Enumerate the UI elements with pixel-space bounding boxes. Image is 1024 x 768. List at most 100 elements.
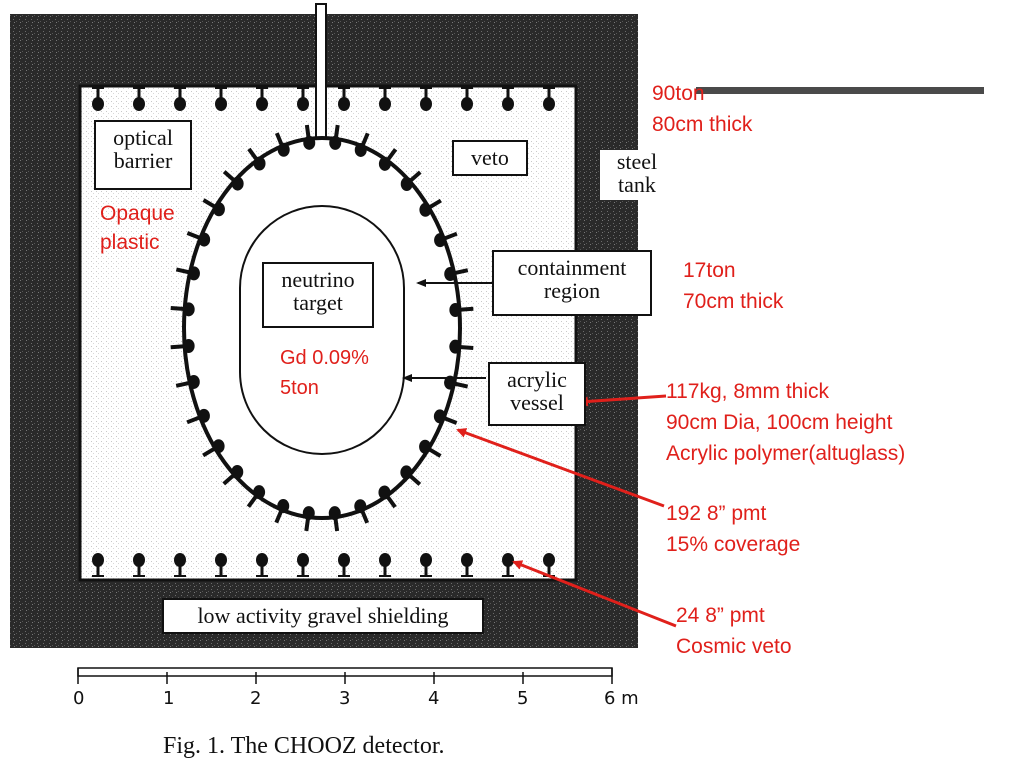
annotation-bar <box>696 87 984 94</box>
vessel-arrow <box>578 394 667 407</box>
inner-pmt <box>444 267 469 282</box>
inner-pmt <box>170 338 195 353</box>
inner-pmt <box>419 439 442 458</box>
inner-pmt <box>186 231 211 247</box>
inner-pmt <box>302 506 315 532</box>
scale-tick-2: 2 <box>250 688 262 709</box>
veto-pmt <box>174 553 186 577</box>
veto-pmt <box>297 87 309 111</box>
veto-pmt <box>379 553 391 577</box>
veto-pmt-line1: 24 8” pmt <box>676 604 765 627</box>
inner-pmt-arrow <box>456 428 665 508</box>
inner-pmt <box>202 439 225 458</box>
veto-pmt <box>92 553 104 577</box>
scale-tick-0: 0 <box>73 688 85 709</box>
target-vessel-shape <box>239 205 405 455</box>
veto-pmt <box>133 87 145 111</box>
inner-pmt-group <box>170 124 474 532</box>
opaque-plastic-line2: plastic <box>100 231 160 254</box>
containment-region-label: containment region <box>492 250 652 316</box>
inner-pmt <box>274 499 290 524</box>
veto-pmt <box>215 553 227 577</box>
gd-line1: Gd 0.09% <box>280 347 369 369</box>
inner-pmt-line1: 192 8” pmt <box>666 502 767 525</box>
figure-caption: Fig. 1. The CHOOZ detector. <box>163 733 445 759</box>
inner-pmt <box>328 506 341 532</box>
veto-pmt <box>92 87 104 111</box>
gd-note: Gd 0.09% 5ton <box>280 343 369 403</box>
inner-pmt <box>222 465 244 486</box>
veto-pmt <box>338 553 350 577</box>
inner-pmt <box>246 485 266 508</box>
optical-barrier-line2: barrier <box>113 148 173 174</box>
vessel-spec-note: 117kg, 8mm thick 90cm Dia, 100cm height … <box>666 376 905 469</box>
scale-tick-1: 1 <box>163 688 175 709</box>
scale-tick-4: 4 <box>428 688 440 709</box>
inner-pmt <box>329 124 342 150</box>
inner-pmt <box>449 339 474 354</box>
containment-mass-line1: 17ton <box>683 259 736 282</box>
neutrino-target-line2: target <box>293 290 343 316</box>
neutrino-target-label: neutrino target <box>262 262 374 328</box>
containment-mass-note: 17ton 70cm thick <box>683 255 783 317</box>
inner-pmt <box>175 266 200 281</box>
veto-pmt-line2: Cosmic veto <box>676 635 792 658</box>
veto-label: veto <box>452 140 528 176</box>
veto-pmt <box>379 87 391 111</box>
veto-pmt <box>420 553 432 577</box>
inner-pmt <box>186 408 210 425</box>
inner-pmt <box>378 485 397 509</box>
inner-pmt <box>444 375 469 390</box>
veto-pmt <box>461 87 473 111</box>
vessel-spec-line1: 117kg, 8mm thick <box>666 380 830 403</box>
inner-pmt <box>222 170 244 191</box>
inner-pmt <box>400 170 422 191</box>
containment-mass-line2: 70cm thick <box>683 290 784 313</box>
containment-line2: region <box>543 278 601 304</box>
inner-pmt <box>433 409 458 425</box>
scale-tick-3: 3 <box>339 688 351 709</box>
inner-pmt <box>354 132 370 157</box>
optical-barrier-label: optical barrier <box>94 120 192 190</box>
scale-tick-6: 6 m <box>604 688 639 709</box>
veto-pmt <box>502 87 514 111</box>
veto-pmt <box>461 553 473 577</box>
vessel-spec-line2: 90cm Dia, 100cm height <box>666 411 893 434</box>
acrylic-vessel-line2: vessel <box>510 390 564 416</box>
inner-pmt <box>378 148 398 171</box>
veto-pmt <box>256 553 268 577</box>
veto-mass-note: 90ton 80cm thick <box>652 78 752 140</box>
inner-pmt <box>202 198 225 217</box>
veto-pmt <box>133 553 145 577</box>
bottom-pmt-row <box>92 553 555 577</box>
inner-pmt <box>170 302 195 317</box>
veto-pmt <box>543 87 555 111</box>
acrylic-vessel-label: acrylic vessel <box>488 362 586 426</box>
veto-pmt <box>420 87 432 111</box>
inner-pmt <box>434 231 458 248</box>
inner-pmt <box>449 303 474 318</box>
steel-tank-outline <box>78 84 578 582</box>
veto-mass-line2: 80cm thick <box>652 113 753 136</box>
gravel-shielding-label: low activity gravel shielding <box>162 598 484 634</box>
inner-pmt <box>400 465 422 486</box>
veto-pmt <box>215 87 227 111</box>
inner-pmt <box>303 124 316 150</box>
veto-pmt-arrow <box>512 560 677 628</box>
inner-pmt <box>247 147 266 171</box>
top-pmt-row <box>92 87 555 111</box>
inner-pmt <box>354 499 370 524</box>
inner-pmt <box>419 198 442 217</box>
inner-pmt <box>175 374 200 389</box>
veto-pmt <box>256 87 268 111</box>
vessel-spec-line3: Acrylic polymer(altuglass) <box>666 442 906 465</box>
scale-bar <box>77 667 613 684</box>
veto-pmt-note: 24 8” pmt Cosmic veto <box>676 600 792 662</box>
veto-mass-line1: 90ton <box>652 82 705 105</box>
steel-tank-line1: steel <box>616 149 658 174</box>
acrylic-vessel-line1: acrylic <box>507 367 567 392</box>
opaque-plastic-note: Opaque plastic <box>100 198 175 258</box>
opaque-plastic-line1: Opaque <box>100 202 175 225</box>
inner-pmt-line2: 15% coverage <box>666 533 801 556</box>
